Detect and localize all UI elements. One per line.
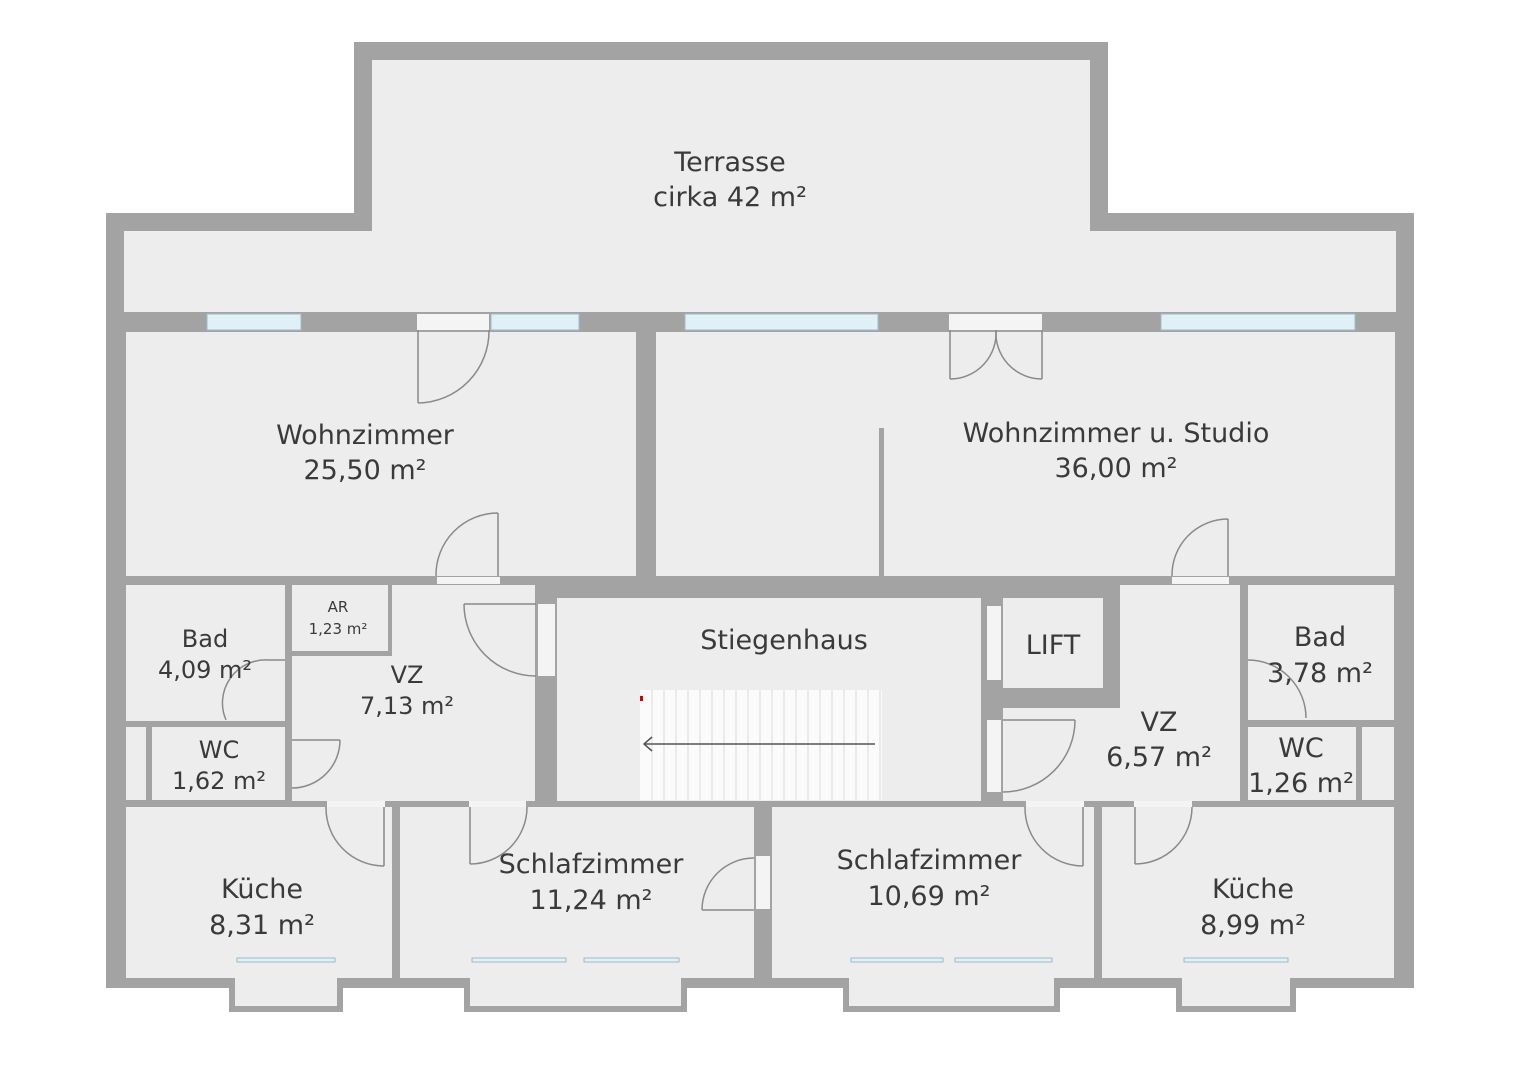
- room-area-wc-right: 1,26 m²: [1248, 768, 1354, 799]
- room-name-vz-right: VZ: [1141, 707, 1178, 738]
- ar-floor: [292, 585, 388, 651]
- window-schlaf-left-2: [583, 957, 680, 963]
- room-area-bad-left: 4,09 m²: [158, 656, 252, 684]
- room-area-schlafzimmer-right: 10,69 m²: [867, 881, 990, 912]
- window-wohnzimmer-1: [206, 313, 302, 331]
- vz-right-floor: [1003, 585, 1240, 801]
- room-area-wohnzimmer: 25,50 m²: [303, 455, 426, 486]
- vz-left-floor: [292, 585, 535, 801]
- windows: [206, 313, 1356, 963]
- room-name-lift: LIFT: [1026, 630, 1081, 661]
- room-area-vz-right: 6,57 m²: [1106, 742, 1212, 773]
- schlafzimmer-left-bay-floor: [470, 960, 681, 1006]
- window-studio-1: [684, 313, 879, 331]
- room-name-wc-left: WC: [199, 736, 240, 764]
- room-name-bad-left: Bad: [182, 625, 228, 653]
- room-area-ar: 1,23 m²: [309, 620, 368, 638]
- bad-right-floor: [1248, 585, 1394, 720]
- kueche-left-floor: [126, 807, 392, 978]
- room-name-wc-right: WC: [1278, 733, 1324, 764]
- room-area-vz-left: 7,13 m²: [360, 692, 454, 720]
- kueche-right-floor: [1102, 807, 1394, 978]
- door-openings: [327, 314, 1229, 909]
- window-kueche-left: [236, 957, 336, 963]
- window-schlaf-right-1: [850, 957, 944, 963]
- door-swings: [221, 329, 1307, 911]
- kueche-left-bay-floor: [235, 960, 337, 1006]
- schlafzimmer-right-floor: [772, 807, 1094, 978]
- lift-floor: [1003, 598, 1103, 688]
- window-studio-2: [1160, 313, 1356, 331]
- room-name-terrasse: Terrasse: [673, 147, 786, 178]
- room-name-kueche-right: Küche: [1212, 874, 1294, 905]
- room-name-schlafzimmer-left: Schlafzimmer: [499, 849, 685, 880]
- bad-left-floor: [126, 585, 285, 721]
- terrasse-floor: [124, 60, 1396, 312]
- room-name-schlafzimmer-right: Schlafzimmer: [837, 845, 1023, 876]
- room-name-wohnzimmer-studio: Wohnzimmer u. Studio: [963, 418, 1270, 449]
- floor-areas: [124, 60, 1396, 1006]
- wc-right-side-floor: [1362, 727, 1394, 800]
- room-area-schlafzimmer-left: 11,24 m²: [529, 885, 652, 916]
- wc-right-floor: [1248, 727, 1356, 800]
- room-name-kueche-left: Küche: [221, 874, 303, 905]
- window-kueche-right: [1183, 957, 1289, 963]
- room-area-kueche-left: 8,31 m²: [209, 910, 315, 941]
- room-area-wohnzimmer-studio: 36,00 m²: [1054, 453, 1177, 484]
- room-name-wohnzimmer: Wohnzimmer: [276, 420, 455, 451]
- room-area-bad-right: 3,78 m²: [1267, 658, 1373, 689]
- wohnzimmer-studio-floor: [656, 332, 1395, 576]
- room-area-kueche-right: 8,99 m²: [1200, 910, 1306, 941]
- kueche-right-bay-floor: [1182, 960, 1290, 1006]
- room-name-stiegenhaus: Stiegenhaus: [700, 625, 868, 656]
- window-schlaf-left-1: [471, 957, 567, 963]
- window-wohnzimmer-2: [490, 313, 580, 331]
- wohnzimmer-floor: [126, 332, 636, 576]
- window-schlaf-right-2: [954, 957, 1053, 963]
- room-name-vz-left: VZ: [391, 661, 424, 689]
- wc-left-side-floor: [126, 727, 146, 800]
- schlafzimmer-left-floor: [400, 807, 754, 978]
- room-area-terrasse: cirka 42 m²: [653, 182, 807, 213]
- wc-left-floor: [152, 727, 285, 800]
- room-name-bad-right: Bad: [1294, 622, 1346, 653]
- schlafzimmer-right-bay-floor: [849, 960, 1054, 1006]
- room-name-ar: AR: [328, 598, 349, 616]
- staircase: [640, 690, 882, 800]
- room-labels: Terrasse cirka 42 m² Wohnzimmer 25,50 m²…: [158, 147, 1373, 941]
- room-area-wc-left: 1,62 m²: [172, 767, 266, 795]
- studio-partition: [879, 428, 884, 578]
